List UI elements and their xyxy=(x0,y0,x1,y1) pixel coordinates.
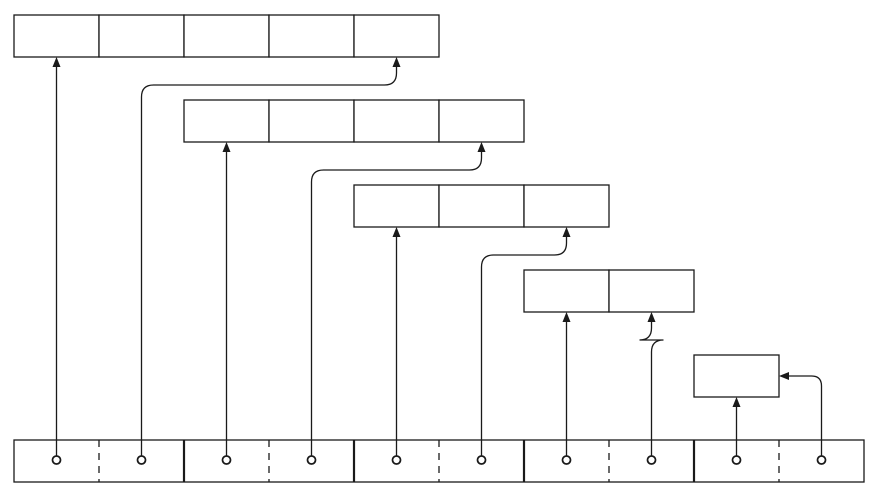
pointer-origin-node xyxy=(306,455,317,465)
pointer-origin-node xyxy=(51,455,62,465)
array-cell xyxy=(523,269,610,313)
pointer-origin-node xyxy=(731,455,742,465)
pointer-links xyxy=(51,57,827,465)
arrowhead xyxy=(779,372,789,380)
arrowhead xyxy=(392,227,401,237)
target-array-4 xyxy=(523,269,695,313)
arrowhead xyxy=(562,312,571,322)
array-cell xyxy=(608,269,695,313)
pointer-curve xyxy=(480,237,568,460)
arrowhead xyxy=(647,312,656,322)
pointer-curve xyxy=(789,375,823,460)
target-array-1 xyxy=(13,14,440,58)
array-cell xyxy=(523,184,610,228)
array-cell xyxy=(183,14,270,58)
arrowhead xyxy=(562,227,571,237)
pointer-origin-node xyxy=(646,455,657,465)
array-cell xyxy=(268,14,355,58)
pointer-origin-node xyxy=(221,455,232,465)
pointer-origin-node xyxy=(391,455,402,465)
arrowhead xyxy=(222,142,231,152)
pointer-curve xyxy=(639,322,664,460)
arrowhead xyxy=(732,397,741,407)
base-pointer-array xyxy=(13,439,865,483)
target-array-3 xyxy=(353,184,610,228)
pointer-origin-node xyxy=(476,455,487,465)
array-cell xyxy=(353,184,440,228)
pointer-origin-node xyxy=(816,455,827,465)
pointer-curve xyxy=(310,152,483,460)
pointer-origin-node xyxy=(136,455,147,465)
array-cell xyxy=(353,14,440,58)
array-cell xyxy=(353,99,440,143)
array-cell xyxy=(183,99,270,143)
pointer-origin-node xyxy=(561,455,572,465)
arrowhead xyxy=(477,142,486,152)
array-cell xyxy=(13,14,100,58)
arrowhead xyxy=(392,57,401,67)
array-cell xyxy=(438,99,525,143)
target-arrays xyxy=(13,14,780,398)
array-cell xyxy=(268,99,355,143)
arrowhead xyxy=(52,57,61,67)
array-cell xyxy=(438,184,525,228)
target-array-5 xyxy=(693,354,780,398)
array-cell xyxy=(98,14,185,58)
array-cell xyxy=(693,354,780,398)
pointer-curve xyxy=(140,67,398,460)
target-array-2 xyxy=(183,99,525,143)
